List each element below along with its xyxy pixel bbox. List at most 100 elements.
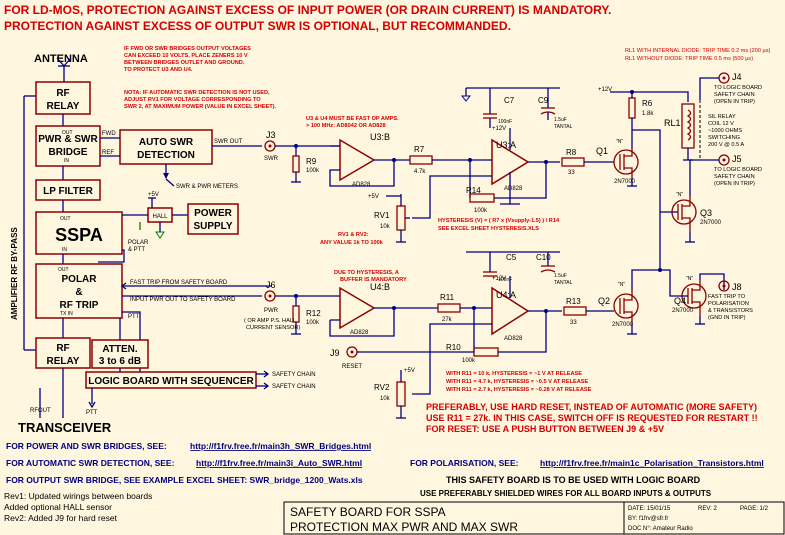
- rfout-label: RFOUT: [30, 408, 51, 414]
- u3b-type: AD828: [352, 182, 371, 188]
- rl1-l4: SWITCHING: [708, 135, 740, 141]
- polar-txin: TX IN: [60, 311, 73, 317]
- ptt-label-1: PTT: [128, 314, 140, 320]
- u4b-label: U4:B: [370, 282, 390, 292]
- rl1-trip-l1: RL1 WITH INTERNAL DIODE: TRIP TIME 0.2 m…: [625, 48, 771, 54]
- reset-l1: PREFERABLY, USE HARD RESET, INSTEAD OF A…: [426, 402, 757, 412]
- rl1-label: RL1: [664, 118, 681, 128]
- rv1-value: 10k: [380, 224, 391, 230]
- rv2: [396, 381, 406, 407]
- title-block: SAFETY BOARD FOR SSPA PROTECTION MAX PWR…: [283, 501, 785, 535]
- rf-relay-top-l2: RELAY: [47, 101, 80, 112]
- c9-type: TANTAL: [554, 124, 573, 130]
- bridge-l2: BRIDGE: [49, 147, 88, 158]
- autoswr-l2: DETECTION: [137, 150, 195, 161]
- c7-label: C7: [504, 96, 515, 105]
- input-pwr-label: INPUT PWR OUT TO SAFETY BOARD: [130, 297, 236, 303]
- rv2-5v: +5V: [404, 368, 415, 374]
- j4-label: J4: [732, 72, 742, 82]
- j4-l1: TO LOGIC BOARD: [714, 85, 762, 91]
- hyst-mand-l2: BUFFER IS MANDATORY: [340, 277, 407, 283]
- r9-label: R9: [306, 157, 317, 166]
- r8: [561, 157, 585, 167]
- j5-label: J5: [732, 154, 742, 164]
- rev1b: Added optional HALL sensor: [4, 502, 112, 512]
- atten-l2: 3 to 6 dB: [99, 356, 141, 367]
- lp-filter-block: [35, 179, 101, 201]
- q2-mosfet: [613, 290, 639, 324]
- ref-label: REF: [102, 150, 114, 156]
- link-polar-label: FOR POLARISATION, SEE:: [410, 458, 519, 468]
- atten-l1: ATTEN.: [102, 344, 138, 355]
- fast-trip-label: FAST TRIP FROM SAFETY BOARD: [130, 280, 228, 286]
- zener-l3: BETWEEN BRIDGES OUTLET AND GROUND.: [124, 60, 245, 66]
- j5-l2: SAFETY CHAIN: [714, 174, 755, 180]
- c9-value: 1.5uF: [554, 117, 567, 123]
- j3-swr: SWR: [264, 156, 279, 162]
- r12-label: R12: [306, 309, 321, 318]
- q3-n: "N": [676, 192, 683, 198]
- rv-values-l1: RV1 & RV2:: [338, 232, 369, 238]
- rv1-5v: +5V: [368, 194, 379, 200]
- pwr-swr-bridge-block: [35, 125, 101, 167]
- rf-relay-bot-l1: RF: [56, 343, 69, 354]
- antenna-label: ANTENNA: [34, 53, 88, 65]
- j3-label: J3: [266, 130, 276, 140]
- rf-relay-bot-l2: RELAY: [47, 356, 80, 367]
- c10-type: TANTAL: [554, 280, 573, 286]
- c10-label: C10: [536, 253, 551, 262]
- q2-n: "N": [618, 282, 625, 288]
- rv1: [396, 205, 406, 231]
- zener-l4: TO PROTECT U3 AND U4.: [124, 67, 193, 73]
- r13: [563, 306, 587, 316]
- r11: [437, 303, 461, 313]
- j6-label: J6: [266, 280, 276, 290]
- fast-opamp-l1: U3 & U4 MUST BE FAST OP AMPS.: [306, 116, 399, 122]
- q3-label: Q3: [700, 208, 712, 218]
- j6-hall-l1: ( OR AMP P.S. HALL: [244, 318, 296, 324]
- bridge-l1: PWR & SWR: [38, 134, 98, 145]
- rl1-l1: SIL RELAY: [708, 114, 736, 120]
- q4-n: "N": [686, 276, 693, 282]
- r10-value: 100k: [462, 358, 476, 364]
- c5-value: 100nF: [498, 277, 512, 283]
- tb-page: PAGE: 1/2: [740, 506, 769, 512]
- j8-label: J8: [732, 282, 742, 292]
- link-power-url[interactable]: http://f1frv.free.fr/main3h_SWR_Bridges.…: [190, 441, 371, 451]
- r6-value: 1.8k: [642, 111, 654, 117]
- pwr-channel: J6 PWR ( OR AMP P.S. HALL CURRENT SENSOR…: [244, 159, 753, 419]
- logic-board-block: [85, 371, 257, 389]
- j8-l2: POLARISATION: [708, 301, 749, 307]
- polar-l1: POLAR: [62, 274, 98, 285]
- swr-out-label: SWR OUT: [214, 139, 243, 145]
- u4a-comparator: [491, 286, 530, 336]
- u3b-opamp: [339, 138, 376, 182]
- r14-value: 100k: [474, 208, 488, 214]
- link-polar-url[interactable]: http://f1frv.free.fr/main1c_Polarisation…: [540, 458, 764, 468]
- j4-l3: (OPEN IN TRIP): [714, 99, 755, 105]
- c5-label: C5: [506, 253, 517, 262]
- link-auto-label: FOR AUTOMATIC SWR DETECTION, SEE:: [6, 458, 175, 468]
- title-line1: SAFETY BOARD FOR SSPA: [290, 505, 446, 519]
- j8-l4: (GND IN TRIP): [708, 315, 746, 321]
- autoswr-note-l3: SWR 2, AT MAXIMUM POWER (VALUE IN EXCEL …: [124, 104, 277, 110]
- safety-chain-2: SAFETY CHAIN: [272, 384, 316, 390]
- power-supply-block: [187, 203, 239, 235]
- q1-type: 2N7000: [614, 179, 636, 185]
- zener-l1: IF FWD OR SWR BRIDGES OUTPUT VOLTAGES: [124, 46, 251, 52]
- j5-l3: (OPEN IN TRIP): [714, 181, 755, 187]
- q2-type: 2N7000: [612, 322, 634, 328]
- c10-value: 1.5uF: [554, 273, 567, 279]
- lp-filter-label: LP FILTER: [43, 186, 93, 197]
- q1-label: Q1: [596, 146, 608, 156]
- rl1-l5: 200 V @ 0.5 A: [708, 142, 744, 148]
- safety-chain-1: SAFETY CHAIN: [272, 372, 316, 378]
- polar-out: OUT: [58, 267, 69, 273]
- link-power-label: FOR POWER AND SWR BRIDGES, SEE:: [6, 441, 167, 451]
- link-auto-url[interactable]: http://f1frv.free.fr/main3i_Auto_SWR.htm…: [196, 458, 362, 468]
- u3a-label: U3:A: [496, 140, 516, 150]
- u4a-label: U4:A: [496, 290, 516, 300]
- r11-l2: WITH R11 = 4.7 k, HYSTERESIS = ~0.5 V AT…: [446, 379, 588, 385]
- r6-label: R6: [642, 99, 653, 108]
